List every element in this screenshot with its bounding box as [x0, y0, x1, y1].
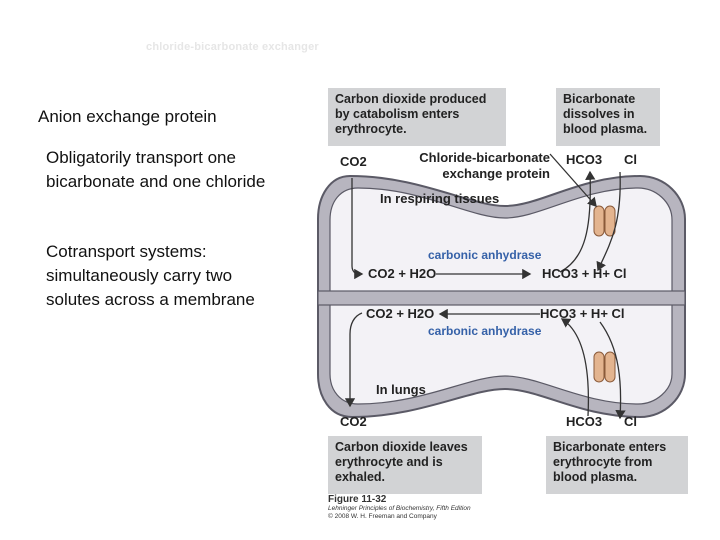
reaction-reactants-bottom: CO2 + H2O [366, 306, 435, 321]
bullet-cotransport: Cotransport systems: simultaneously carr… [46, 242, 255, 309]
arrow-hco3-out [559, 170, 596, 273]
label-carbonic-anhydrase-bottom: carbonic anhydrase [428, 324, 542, 338]
label-cl-bottom: Cl [624, 414, 637, 429]
arrow-hco3-in [560, 318, 590, 417]
label-hco3-bottom: HCO3 [566, 414, 603, 429]
label-exchange-protein: Chloride-bicarbonate exchange protein [419, 150, 550, 181]
exchanger-protein-top [593, 205, 616, 237]
label-co2-bottom: CO2 [340, 414, 367, 429]
box-co2-leaves: Carbon dioxide leaves erythrocyte and is… [328, 436, 482, 494]
label-cl-top: Cl [624, 152, 637, 167]
arrow-co2-in [351, 178, 364, 280]
erythrocyte-figure: Carbon dioxide produced by catabolism en… [300, 84, 700, 530]
caption-title: Figure 11-32 [328, 494, 387, 505]
reaction-products-top: HCO3 + H+ Cl [542, 266, 627, 281]
label-carbonic-anhydrase-top: carbonic anhydrase [428, 248, 542, 262]
arrow-cl-in [596, 171, 621, 272]
box-bicarbonate-dissolves: Bicarbonate dissolves in blood plasma. [556, 88, 660, 146]
label-in-lungs: In lungs [376, 382, 426, 397]
caption-book: Lehninger Principles of Biochemistry, Fi… [328, 505, 471, 512]
label-respiring-tissues: In respiring tissues [380, 191, 500, 206]
slide-title: chloride-bicarbonate exchanger [146, 41, 319, 53]
arrow-cl-out [599, 321, 626, 420]
box-co2-enters: Carbon dioxide produced by catabolism en… [328, 88, 506, 146]
label-co2-top: CO2 [340, 154, 367, 169]
label-hco3-top: HCO3 [566, 152, 603, 167]
caption-copyright: © 2008 W. H. Freeman and Company [328, 513, 437, 520]
box-bicarbonate-enters: Bicarbonate enters erythrocyte from bloo… [546, 436, 688, 494]
arrow-co2-out [344, 312, 363, 408]
exchanger-protein-bottom [593, 351, 616, 383]
bullet-obligatory-transport: Obligatorily transport one bicarbonate a… [46, 148, 266, 191]
cell-partition [317, 290, 686, 306]
figure-caption: Figure 11-32 Lehninger Principles of Bio… [328, 494, 471, 521]
arrow-protein-label [549, 153, 597, 207]
reaction-reactants-top: CO2 + H2O [368, 266, 437, 281]
reaction-products-bottom: HCO3 + H+ Cl [540, 306, 625, 321]
bullet-anion-exchange: Anion exchange protein [38, 107, 217, 126]
erythrocyte-diagram [317, 153, 686, 420]
